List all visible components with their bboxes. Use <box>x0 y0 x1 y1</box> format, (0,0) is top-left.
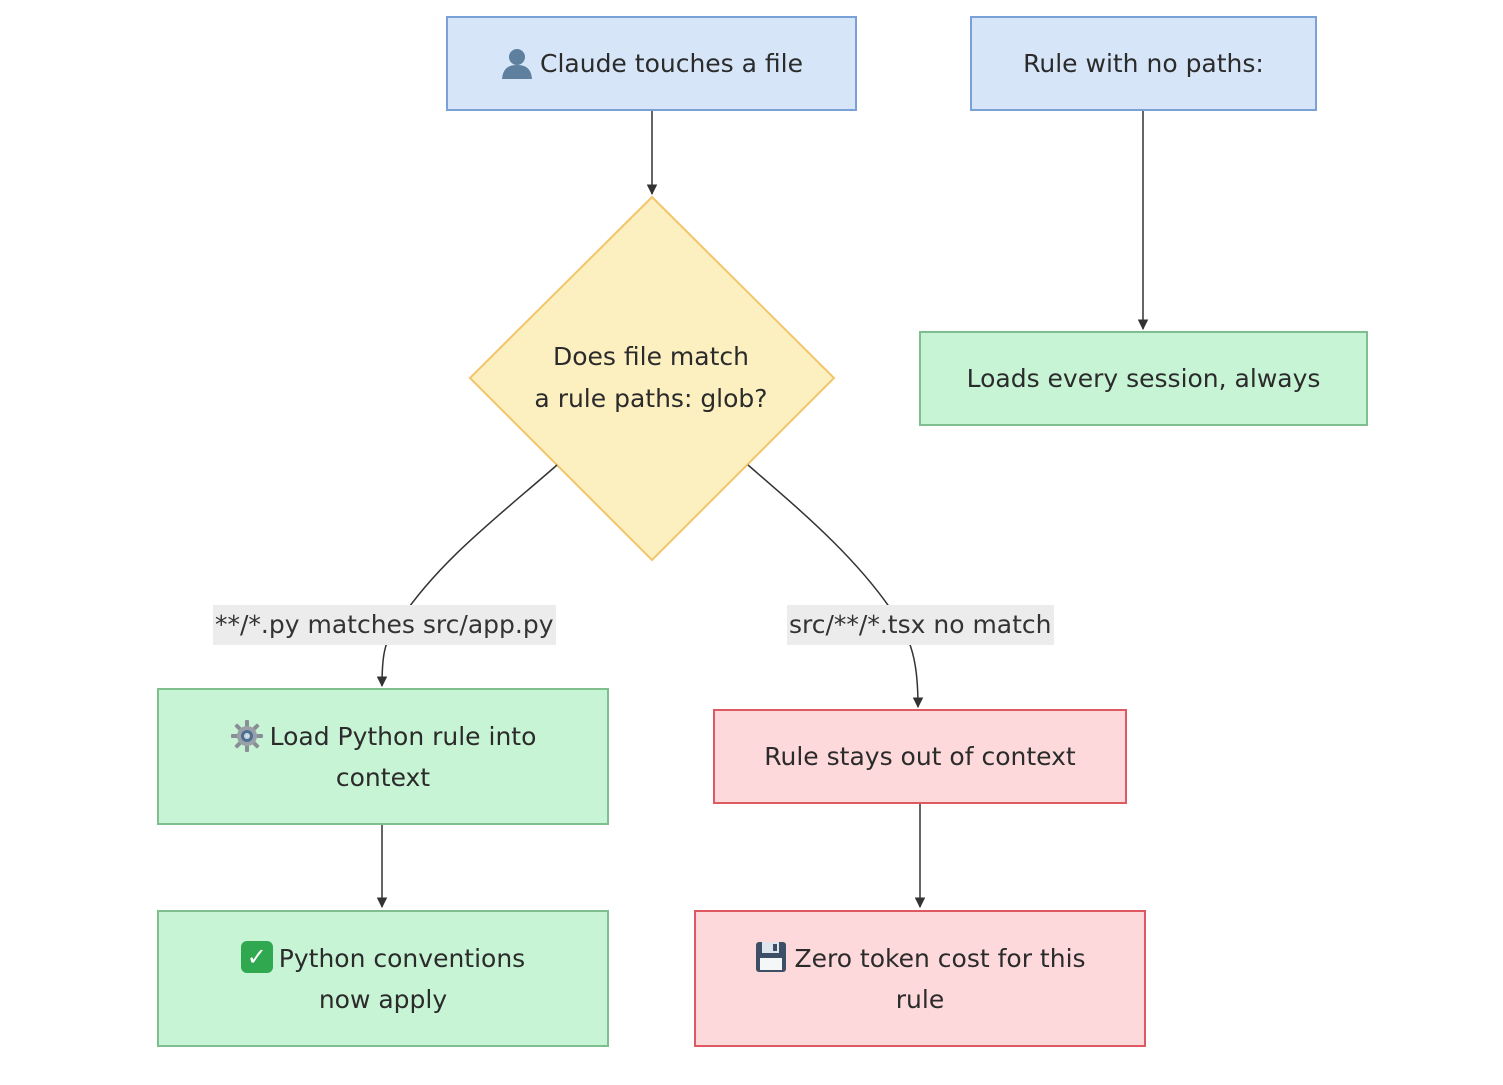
no-paths-node-label: Rule with no paths: <box>1023 49 1264 78</box>
decision-diamond[interactable] <box>468 195 836 562</box>
conventions-line-2: now apply <box>318 984 448 1014</box>
load-python-node[interactable]: Load Python rule into context <box>157 688 609 825</box>
out-of-context-node-label: Rule stays out of context <box>764 742 1076 771</box>
decision-line-2: a rule paths: glob? <box>534 384 768 413</box>
conventions-node[interactable]: ✓Python conventions now apply <box>157 910 609 1047</box>
decision-text: Does file match a rule paths: glob? <box>500 336 802 420</box>
edge-decision-to-load-python <box>376 464 558 688</box>
match-edge-label: **/*.py matches src/app.py <box>213 605 556 645</box>
gear-icon <box>230 719 263 752</box>
edge-decision-to-out-of-context <box>747 464 924 709</box>
zero-cost-node[interactable]: Zero token cost for this rule <box>694 910 1146 1047</box>
no-match-edge-label: src/**/*.tsx no match <box>787 605 1054 645</box>
zero-cost-line-1: Zero token cost for this <box>794 943 1086 973</box>
check-icon: ✓ <box>240 940 273 973</box>
decision-line-1: Does file match <box>553 342 749 371</box>
zero-cost-line-2: rule <box>895 984 945 1014</box>
no-paths-node[interactable]: Rule with no paths: <box>970 16 1317 111</box>
start-node-label: Claude touches a file <box>540 49 803 78</box>
out-of-context-node[interactable]: Rule stays out of context <box>713 709 1127 804</box>
load-python-line-2: context <box>335 762 431 792</box>
conventions-line-1: Python conventions <box>278 943 526 973</box>
always-node[interactable]: Loads every session, always <box>919 331 1368 426</box>
user-icon <box>502 49 532 79</box>
always-node-label: Loads every session, always <box>966 364 1321 393</box>
floppy-icon <box>756 941 787 972</box>
load-python-line-1: Load Python rule into <box>269 721 537 751</box>
start-node[interactable]: Claude touches a file <box>446 16 857 111</box>
